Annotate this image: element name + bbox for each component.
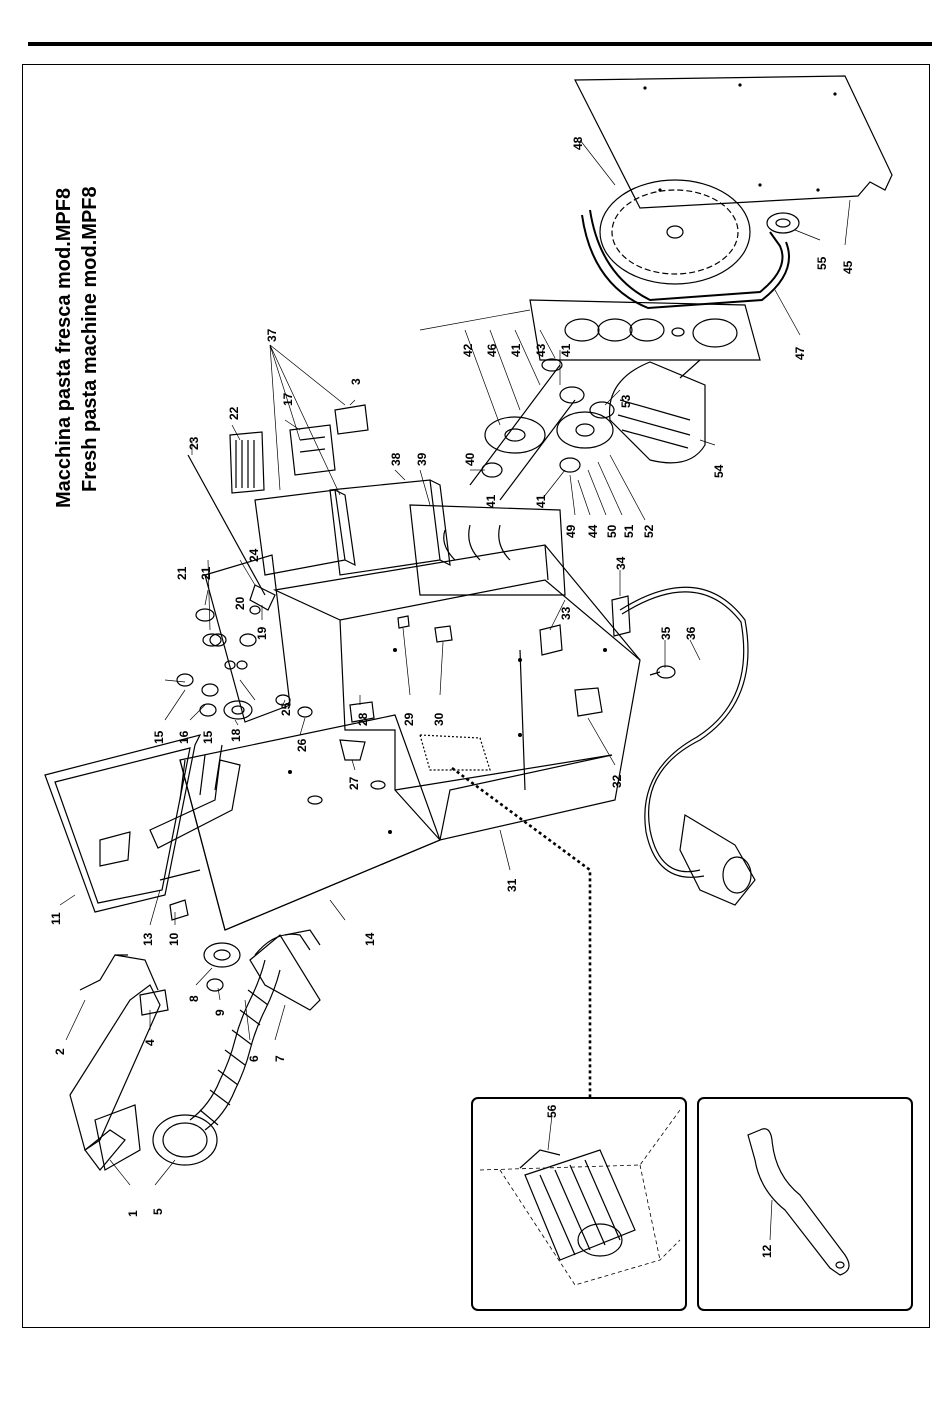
label-41c: 41 [534, 494, 548, 508]
shafts-and-bushings [470, 359, 614, 500]
inset-fan-box [472, 1098, 686, 1310]
label-33: 33 [559, 606, 573, 620]
label-50: 50 [605, 524, 619, 538]
label-2: 2 [53, 1048, 67, 1055]
label-24: 24 [247, 548, 261, 562]
label-21b: 21 [199, 566, 213, 580]
switch-box [575, 688, 602, 716]
front-housing [180, 715, 440, 930]
label-15a: 15 [152, 730, 166, 744]
label-34: 34 [614, 556, 628, 570]
knobs [177, 609, 221, 716]
label-5: 5 [151, 1208, 165, 1215]
label-52: 52 [642, 524, 656, 538]
chassis [275, 545, 640, 840]
label-26: 26 [295, 738, 309, 752]
latch [170, 900, 188, 920]
label-45: 45 [841, 260, 855, 274]
cam-plate [410, 505, 565, 595]
label-17: 17 [281, 392, 295, 406]
label-18: 18 [229, 728, 243, 742]
relay-board [290, 425, 335, 475]
label-10: 10 [167, 932, 181, 946]
label-3: 3 [349, 378, 363, 385]
label-28: 28 [356, 712, 370, 726]
electrical-box-upper [255, 490, 355, 575]
label-48: 48 [571, 136, 585, 150]
label-46: 46 [485, 343, 499, 357]
gear-upper [485, 417, 545, 453]
large-pulley [600, 180, 750, 284]
label-25: 25 [279, 702, 293, 716]
label-23: 23 [187, 436, 201, 450]
label-9: 9 [213, 1009, 227, 1016]
label-11: 11 [49, 912, 63, 925]
flange-bushing [204, 943, 240, 991]
electrical-box-lower [330, 480, 450, 575]
fan-heatsink [230, 432, 264, 493]
fan-leader [452, 768, 590, 1098]
label-56: 56 [545, 1104, 559, 1118]
label-1: 1 [126, 1210, 140, 1217]
label-54: 54 [712, 464, 726, 478]
label-21a: 21 [175, 566, 189, 580]
small-pulley [767, 213, 799, 233]
label-8: 8 [187, 995, 201, 1002]
label-6: 6 [247, 1055, 261, 1062]
label-37: 37 [265, 328, 279, 342]
hopper-lid [45, 735, 200, 912]
title-english: Fresh pasta machine mod.MPF8 [79, 186, 101, 492]
cable-clamp [540, 625, 562, 655]
label-40: 40 [463, 452, 477, 466]
label-41b: 41 [509, 343, 523, 357]
label-12: 12 [760, 1244, 774, 1258]
foot [650, 666, 675, 678]
label-39: 39 [415, 452, 429, 466]
label-16: 16 [177, 730, 191, 744]
label-41a: 41 [484, 494, 498, 508]
switch-parts [276, 616, 452, 760]
label-19: 19 [255, 626, 269, 640]
inset-spanner-box [698, 1098, 912, 1310]
label-44: 44 [586, 524, 600, 538]
label-30: 30 [432, 712, 446, 726]
label-4: 4 [143, 1039, 157, 1046]
label-15b: 15 [201, 730, 215, 744]
label-42: 42 [461, 343, 475, 357]
label-29: 29 [402, 712, 416, 726]
label-31: 31 [505, 878, 519, 892]
label-41d: 41 [559, 343, 573, 357]
label-36: 36 [684, 626, 698, 640]
label-51: 51 [622, 524, 636, 538]
ring-nut [153, 1115, 217, 1165]
label-35: 35 [659, 626, 673, 640]
label-14: 14 [363, 932, 377, 946]
label-53: 53 [619, 394, 633, 408]
label-55: 55 [815, 256, 829, 270]
label-13: 13 [141, 932, 155, 946]
label-32: 32 [610, 774, 624, 788]
label-47: 47 [793, 346, 807, 360]
label-20: 20 [233, 596, 247, 610]
auger-support [250, 930, 320, 1010]
rear-panel [575, 76, 892, 208]
electric-motor [610, 360, 706, 463]
label-38: 38 [389, 452, 403, 466]
label-49: 49 [564, 524, 578, 538]
label-27: 27 [347, 776, 361, 790]
mixing-fork [150, 745, 240, 880]
fan-grille [420, 735, 490, 770]
label-22: 22 [227, 406, 241, 420]
label-43: 43 [534, 343, 548, 357]
cutter-handle [80, 955, 158, 990]
label-7: 7 [273, 1055, 287, 1062]
small-clip [335, 405, 368, 434]
title-italian: Macchina pasta fresca mod.MPF8 [53, 188, 75, 508]
power-plug [680, 815, 755, 905]
